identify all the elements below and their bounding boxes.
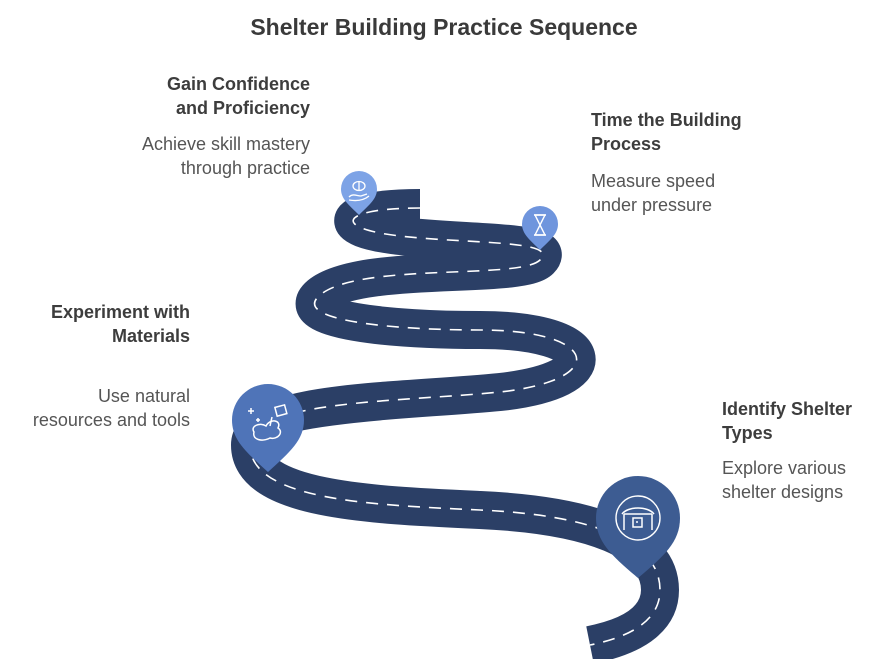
materials-icon bbox=[248, 403, 288, 441]
hand-brain-icon bbox=[348, 180, 370, 202]
step-gain-confidence-heading: Gain Confidence and Proficiency bbox=[166, 74, 310, 118]
step-identify-shelter-desc: Explore various shelter designs bbox=[722, 458, 847, 502]
step-time-building-heading: Time the Building Process bbox=[591, 110, 742, 154]
step-identify-shelter-heading: Identify Shelter Types bbox=[722, 399, 853, 443]
step-time-building-desc: Measure speed under pressure bbox=[591, 171, 716, 215]
marker-gain-confidence bbox=[341, 171, 377, 215]
step-experiment-heading: Experiment with Materials bbox=[50, 302, 190, 346]
hourglass-icon bbox=[533, 214, 547, 236]
page-title: Shelter Building Practice Sequence bbox=[250, 14, 638, 40]
road-body bbox=[231, 189, 679, 659]
step-gain-confidence-desc: Achieve skill mastery through practice bbox=[141, 134, 310, 178]
marker-identify-shelter bbox=[596, 476, 680, 578]
marker-time-building bbox=[522, 206, 558, 250]
shelter-icon bbox=[621, 507, 655, 530]
marker-experiment-materials bbox=[232, 384, 304, 472]
step-experiment-desc: Use natural resources and tools bbox=[32, 386, 190, 430]
